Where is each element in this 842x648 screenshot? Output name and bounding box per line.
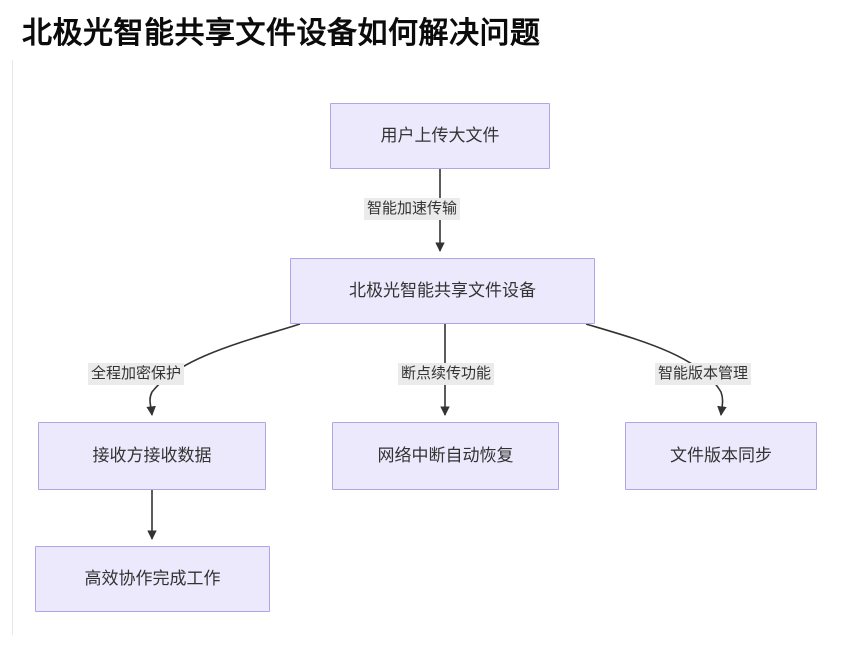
node-upload[interactable]: 用户上传大文件: [330, 103, 550, 169]
node-device[interactable]: 北极光智能共享文件设备: [290, 258, 595, 324]
node-version-label: 文件版本同步: [670, 445, 772, 465]
node-resume-label: 网络中断自动恢复: [377, 445, 514, 465]
node-collab-label: 高效协作完成工作: [84, 568, 221, 588]
node-upload-label: 用户上传大文件: [380, 125, 500, 145]
page-title: 北极光智能共享文件设备如何解决问题: [22, 17, 541, 50]
node-resume[interactable]: 网络中断自动恢复: [332, 422, 559, 490]
node-collab[interactable]: 高效协作完成工作: [35, 546, 270, 612]
edge-label-encryption: 全程加密保护: [88, 363, 185, 385]
node-receive-label: 接收方接收数据: [92, 445, 212, 465]
canvas-left-rule: [12, 60, 13, 635]
edge-label-resume-transfer: 断点续传功能: [398, 363, 495, 385]
edge-label-accelerate: 智能加速传输: [364, 198, 461, 220]
node-device-label: 北极光智能共享文件设备: [349, 280, 536, 300]
node-receive[interactable]: 接收方接收数据: [38, 422, 266, 490]
edge-label-version-management: 智能版本管理: [655, 363, 752, 385]
node-version[interactable]: 文件版本同步: [625, 422, 817, 490]
